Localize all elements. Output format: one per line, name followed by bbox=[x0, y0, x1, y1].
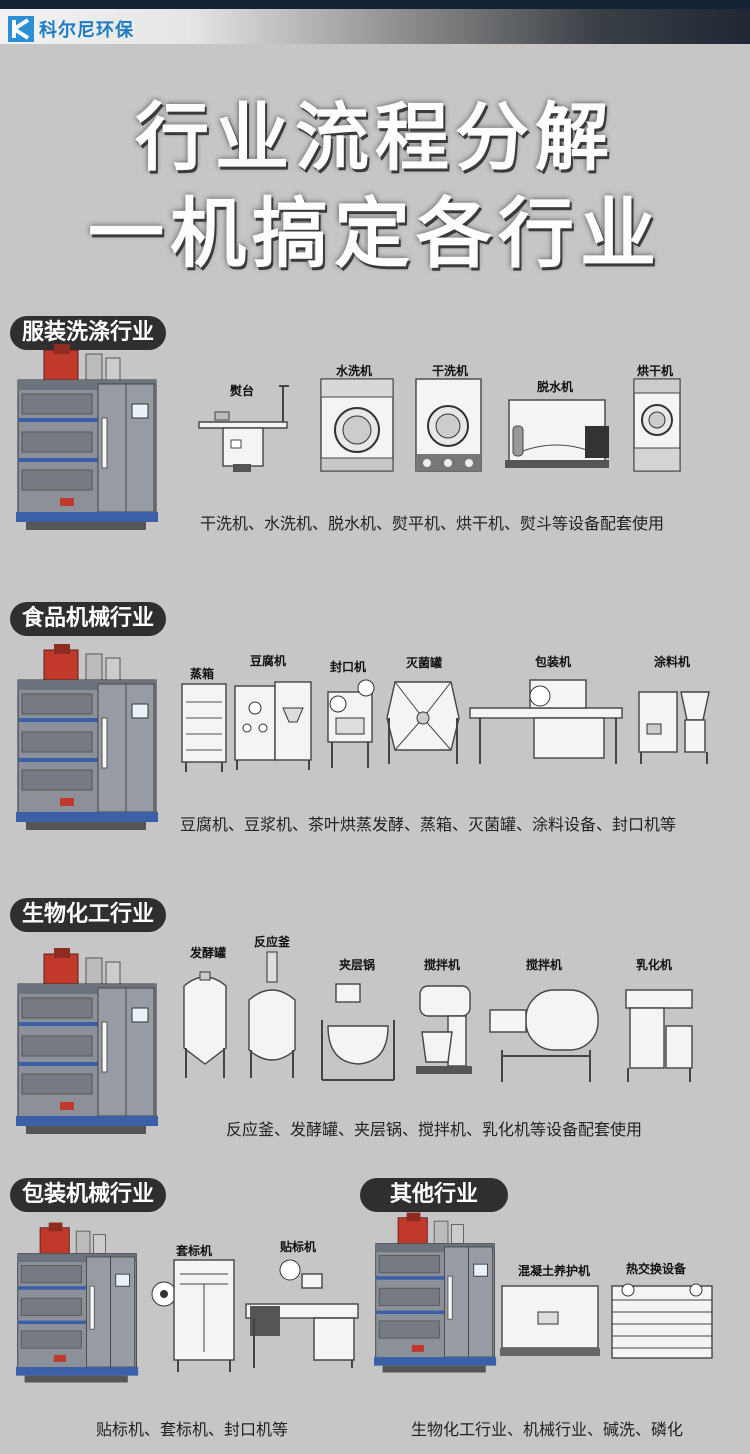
steam-box-image bbox=[181, 683, 227, 772]
ironing-table-image bbox=[198, 385, 289, 472]
section-title-biochem: 生物化工行业 bbox=[10, 898, 167, 932]
emulsifier-image bbox=[625, 989, 693, 1082]
section-title-laundry: 服装洗涤行业 bbox=[10, 316, 167, 350]
mixer-image bbox=[416, 985, 472, 1074]
sleeve-labeler-image bbox=[151, 1259, 235, 1372]
equipment-label: 混凝土养护机 bbox=[518, 1264, 591, 1278]
equipment-label: 夹层锅 bbox=[339, 958, 376, 972]
equipment-label: 蒸箱 bbox=[190, 667, 215, 681]
brand-name: 科尔尼环保 bbox=[39, 20, 134, 41]
section-caption: 贴标机、套标机、封口机等 bbox=[96, 1420, 289, 1439]
headline-line2: 一机搞定各行业 bbox=[88, 189, 662, 278]
boiler-image bbox=[15, 947, 159, 1135]
equipment-label: 豆腐机 bbox=[250, 654, 287, 668]
section-title-other: 其他行业 bbox=[360, 1178, 509, 1212]
equipment-label: 包装机 bbox=[535, 655, 572, 669]
equipment-label: 涂料机 bbox=[654, 655, 691, 669]
equipment-label: 乳化机 bbox=[636, 958, 673, 972]
mixer-image bbox=[489, 989, 599, 1082]
fermenter-image bbox=[183, 971, 227, 1078]
logo-icon bbox=[8, 16, 34, 42]
packaging-machine-image bbox=[469, 679, 623, 764]
sealing-machine-image bbox=[327, 679, 375, 768]
tofu-machine-image bbox=[234, 681, 312, 770]
section-caption: 干洗机、水洗机、脱水机、熨平机、烘干机、熨斗等设备配套使用 bbox=[200, 514, 665, 533]
reactor-image bbox=[248, 951, 296, 1078]
section-caption: 生物化工行业、机械行业、碱洗、磷化 bbox=[411, 1420, 684, 1439]
headline-line1: 行业流程分解 bbox=[135, 95, 615, 181]
top-banner bbox=[0, 0, 750, 44]
section-title-packaging: 包装机械行业 bbox=[10, 1178, 167, 1212]
brand-logo: 科尔尼环保 bbox=[8, 16, 134, 42]
top-stripe bbox=[0, 0, 750, 9]
boiler-image bbox=[15, 1222, 139, 1383]
equipment-label: 热交换设备 bbox=[626, 1262, 687, 1276]
jacketed-kettle-image bbox=[321, 983, 395, 1081]
sterilizer-image bbox=[386, 681, 460, 764]
washer-image bbox=[320, 378, 394, 472]
dryer-image bbox=[633, 378, 681, 472]
equipment-label: 搅拌机 bbox=[526, 958, 563, 972]
equipment-label: 水洗机 bbox=[336, 364, 373, 378]
concrete-curing-machine-image bbox=[500, 1285, 600, 1356]
boiler-image bbox=[15, 343, 159, 531]
equipment-label: 搅拌机 bbox=[424, 958, 461, 972]
equipment-label: 贴标机 bbox=[280, 1240, 317, 1254]
equipment-label: 脱水机 bbox=[537, 380, 574, 394]
equipment-label: 套标机 bbox=[176, 1244, 213, 1258]
dry-cleaner-image bbox=[415, 378, 482, 472]
section-caption: 豆腐机、豆浆机、茶叶烘蒸发酵、蒸箱、灭菌罐、涂料设备、封口机等 bbox=[180, 815, 677, 834]
equipment-label: 反应釜 bbox=[254, 935, 291, 949]
equipment-label: 封口机 bbox=[330, 660, 367, 674]
boiler-image bbox=[15, 643, 159, 831]
equipment-label: 干洗机 bbox=[432, 364, 469, 378]
heat-exchanger-image bbox=[611, 1283, 713, 1359]
section-caption: 反应釜、发酵罐、夹层锅、搅拌机、乳化机等设备配套使用 bbox=[226, 1120, 643, 1139]
equipment-label: 烘干机 bbox=[637, 364, 674, 378]
section-title-food: 食品机械行业 bbox=[10, 602, 167, 636]
equipment-label: 灭菌罐 bbox=[406, 656, 443, 670]
dehydrator-image bbox=[505, 399, 609, 468]
labeler-image bbox=[245, 1259, 359, 1368]
coating-machine-image bbox=[638, 691, 710, 764]
equipment-label: 熨台 bbox=[230, 384, 255, 398]
equipment-label: 发酵罐 bbox=[190, 946, 227, 960]
boiler-image bbox=[373, 1212, 497, 1373]
